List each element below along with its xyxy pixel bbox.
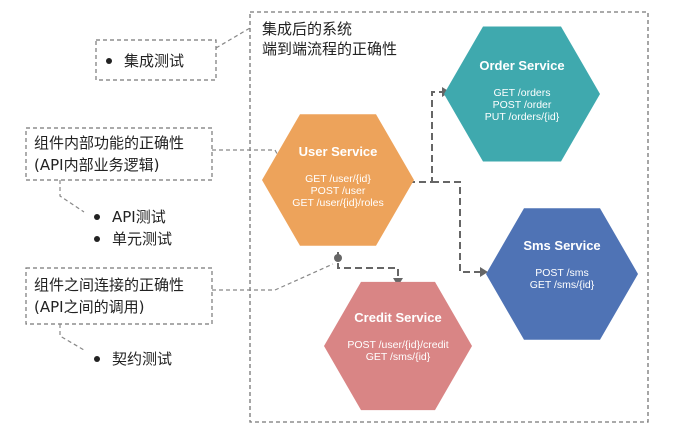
api-test-label: API测试	[112, 208, 166, 226]
integration-test-label: 集成测试	[124, 52, 185, 70]
internal-callout-box	[25, 127, 213, 181]
system-label-line-2: 端到端流程的正确性	[262, 40, 398, 58]
internal-bracket-line	[59, 180, 85, 213]
system-label-line-1: 集成后的系统	[262, 20, 353, 38]
connection-note-line-2: (API之间的调用)	[34, 298, 145, 316]
bullet-dot-icon	[94, 213, 100, 220]
sms-service-hexagon	[486, 208, 638, 340]
arrowhead-sms	[480, 267, 488, 277]
sms-service-endpoint: GET /sms/{id}	[530, 279, 595, 291]
internal-note-line-2: (API内部业务逻辑)	[34, 156, 160, 174]
internal-leader-line	[212, 149, 284, 166]
bullet-dot-icon	[94, 235, 100, 242]
connection-callout-box	[25, 267, 213, 325]
integration-callout-box	[95, 39, 217, 81]
bullet-dot-icon	[106, 57, 112, 64]
credit-service-endpoint: POST /user/{id}/credit	[347, 339, 448, 351]
credit-service-hexagon	[324, 281, 472, 411]
user-service-endpoint: GET /user/{id}	[305, 173, 371, 185]
user-service-hexagon	[262, 114, 414, 246]
user-service-endpoint: POST /user	[311, 185, 366, 197]
unit-test-label: 单元测试	[112, 230, 173, 248]
order-service-hexagon	[444, 26, 600, 162]
order-service-endpoint: POST /order	[493, 99, 552, 111]
order-service-endpoint: PUT /orders/{id}	[485, 111, 560, 123]
service-connectors	[337, 91, 484, 283]
system-boundary	[249, 11, 649, 423]
sms-service-endpoint: POST /sms	[535, 267, 588, 279]
connection-bracket-line	[59, 324, 85, 351]
api-test-item: API测试	[94, 206, 166, 227]
integration-test-item: 集成测试	[106, 50, 184, 71]
connection-leader-line	[212, 263, 334, 291]
user-service-title: User Service	[299, 144, 378, 159]
credit-service-title: Credit Service	[354, 310, 441, 325]
contract-test-item: 契约测试	[94, 348, 172, 369]
unit-test-item: 单元测试	[94, 228, 172, 249]
contract-test-label: 契约测试	[112, 350, 173, 368]
connection-note-line-1: 组件之间连接的正确性	[34, 276, 185, 294]
connector-user-sms	[432, 181, 484, 273]
order-service-title: Order Service	[479, 58, 564, 73]
sms-service-title: Sms Service	[523, 238, 600, 253]
user-service-endpoint: GET /user/{id}/roles	[292, 197, 383, 209]
connector-junction-dot	[334, 254, 342, 262]
credit-service-endpoint: GET /sms/{id}	[366, 351, 431, 363]
bullet-dot-icon	[94, 355, 100, 362]
connector-user-order	[408, 91, 446, 183]
internal-note-line-1: 组件内部功能的正确性	[34, 134, 185, 152]
connector-user-credit	[337, 252, 399, 283]
order-service-endpoint: GET /orders	[494, 87, 551, 99]
integration-leader-line	[215, 27, 251, 49]
